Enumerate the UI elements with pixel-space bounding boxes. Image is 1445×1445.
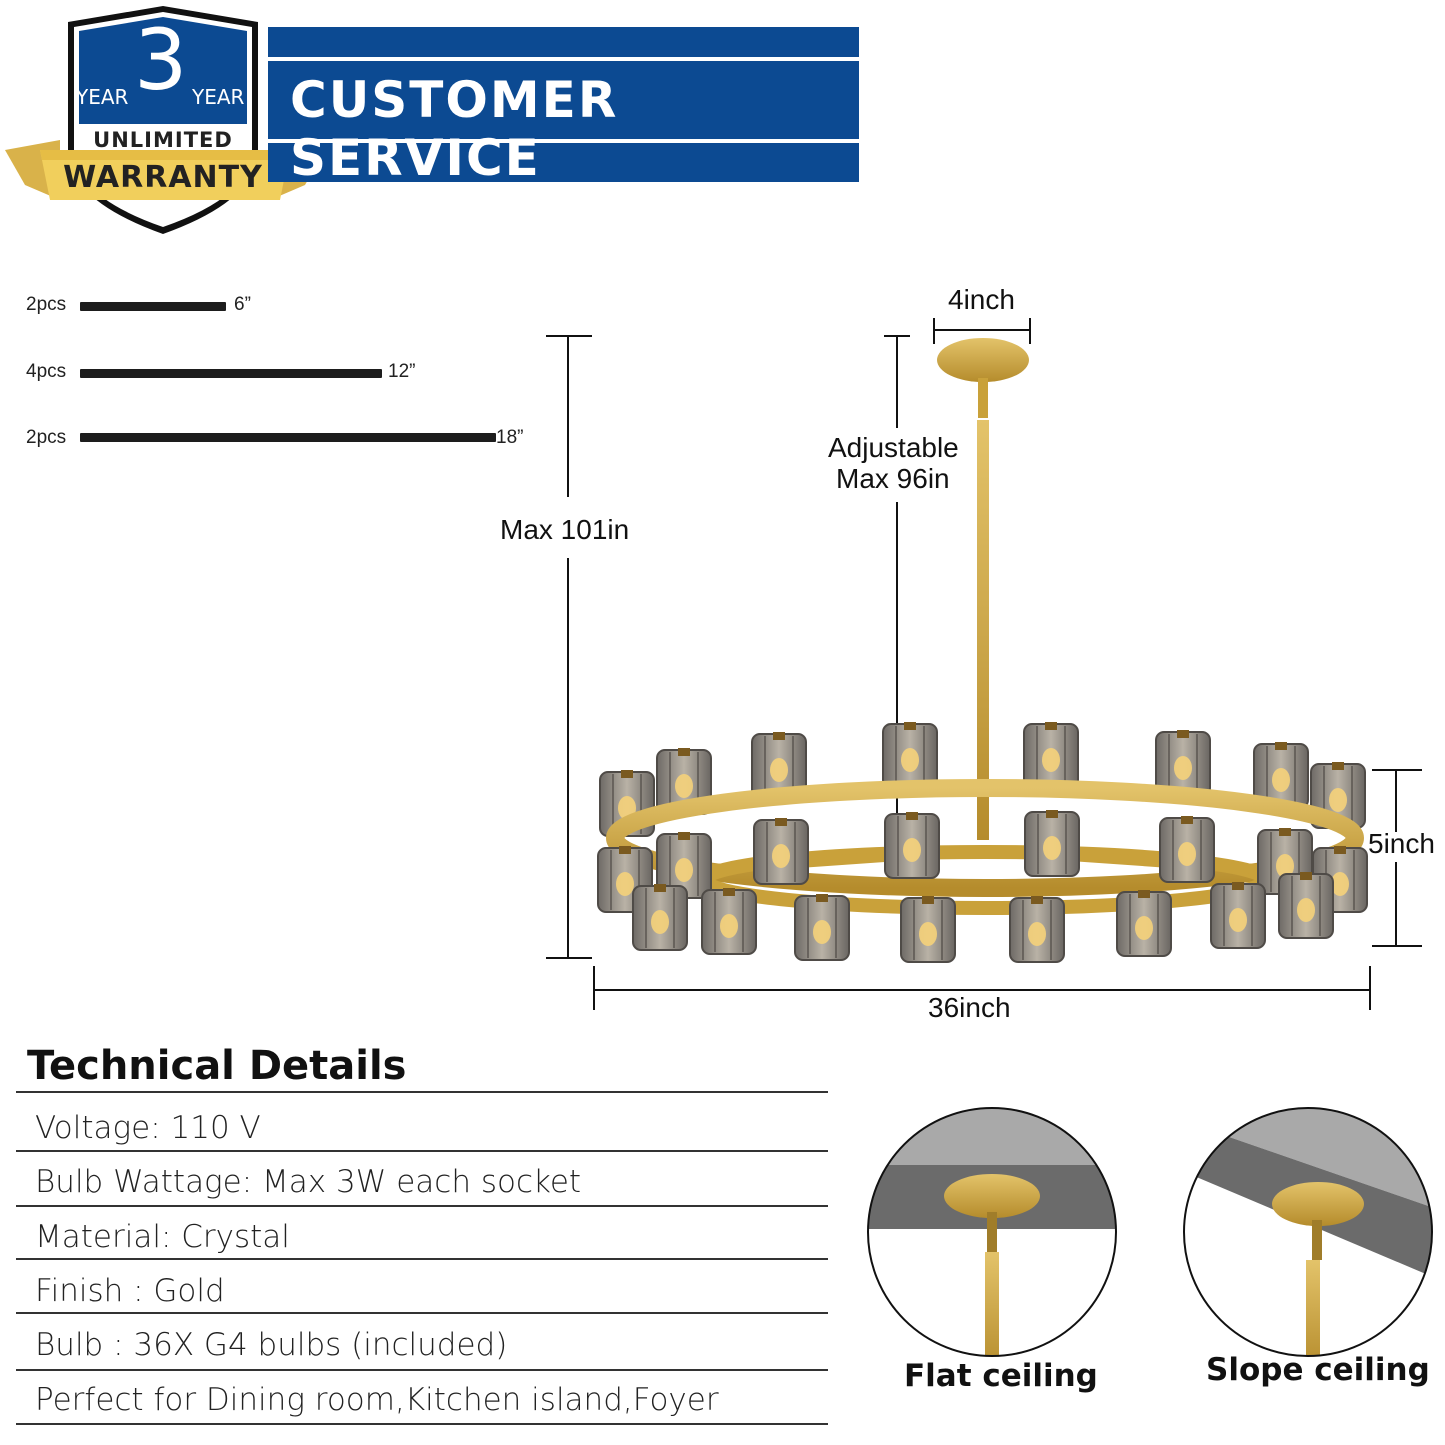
rod-length-18: 18” [496, 427, 524, 448]
warranty-years-number: 3 [134, 11, 188, 109]
warranty-unlimited-label: UNLIMITED [93, 128, 233, 152]
slope-ceiling-label: Slope ceiling [1206, 1352, 1430, 1388]
tech-divider [16, 1150, 828, 1152]
tech-row-voltage: Voltage: 110 V [35, 1110, 261, 1146]
rod-qty-6: 2pcs [26, 294, 67, 315]
max-height-label: Max 101in [500, 514, 630, 545]
tech-row-usage: Perfect for Dining room,Kitchen island,F… [35, 1382, 719, 1418]
warranty-badge: 3 YEAR YEAR UNLIMITED WARRANTY [0, 0, 330, 240]
diameter-label: 36inch [928, 992, 1011, 1023]
tech-divider [16, 1205, 828, 1207]
warranty-year-label-left: YEAR [76, 85, 129, 109]
rod-18-inch [80, 433, 496, 442]
canopy-width-label: 4inch [948, 284, 1015, 315]
rod-length-12: 12” [388, 361, 416, 382]
flat-ceiling-label: Flat ceiling [904, 1358, 1098, 1394]
rod-6-inch [80, 302, 226, 311]
adjustable-label-line2: Max 96in [836, 463, 950, 494]
banner-stripe-top [268, 57, 859, 61]
tech-details-title: Technical Details [27, 1043, 407, 1089]
warranty-year-label-right: YEAR [192, 85, 245, 109]
adjustable-label-line1: Adjustable [828, 432, 959, 463]
tech-divider [16, 1369, 828, 1371]
warranty-shield-icon [5, 6, 325, 234]
rod-qty-12: 4pcs [26, 361, 67, 382]
body-height-label: 5inch [1368, 828, 1435, 859]
tech-row-wattage: Bulb Wattage: Max 3W each socket [35, 1164, 582, 1200]
rod-12-inch [80, 369, 382, 378]
tech-divider [16, 1091, 828, 1093]
tech-divider [16, 1312, 828, 1314]
customer-service-title: CUSTOMER SERVICE [290, 71, 619, 187]
warranty-label: WARRANTY [63, 160, 263, 195]
banner-stripe-bottom [268, 139, 859, 143]
tech-row-material: Material: Crystal [35, 1219, 290, 1255]
tech-divider [16, 1423, 828, 1425]
customer-service-banner: CUSTOMER SERVICE [268, 27, 859, 187]
rod-qty-18: 2pcs [26, 427, 67, 448]
tech-row-bulb: Bulb : 36X G4 bulbs (included) [35, 1327, 508, 1363]
tech-row-finish: Finish : Gold [35, 1273, 225, 1309]
rod-length-6: 6” [234, 294, 251, 315]
tech-divider [16, 1258, 828, 1260]
